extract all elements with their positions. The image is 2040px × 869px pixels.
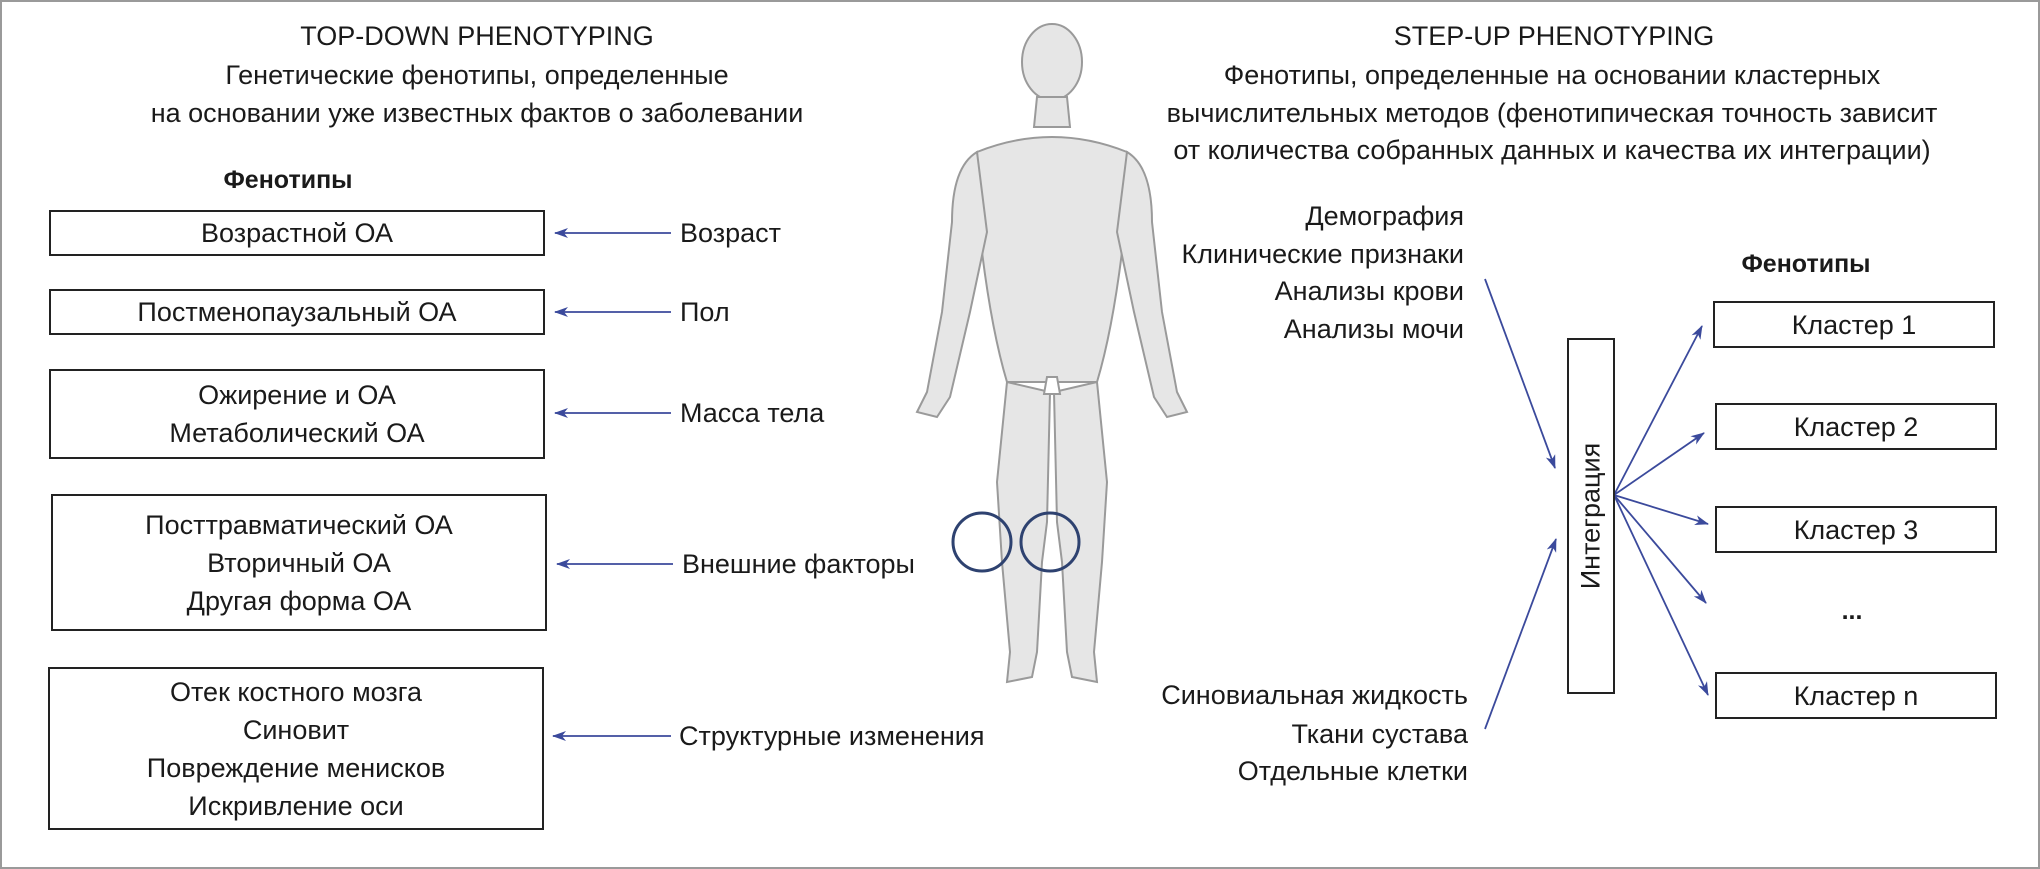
- phenotype-box-sex: Постменопаузальный ОА: [49, 289, 545, 335]
- phenotype-label: Синовит: [242, 714, 350, 745]
- top-down-title: TOP-DOWN PHENOTYPING: [300, 21, 654, 51]
- arrow-cluster-2: [1613, 432, 1705, 496]
- phenotype-box-structural: Отек костного мозга Синовит Повреждение …: [48, 667, 544, 830]
- knee-circle-left: [951, 511, 1013, 573]
- input-single-cells: Отдельные клетки: [1237, 756, 1468, 786]
- phenotype-label: Повреждение менисков: [146, 752, 446, 783]
- cluster-label: Кластер 2: [1793, 411, 1919, 442]
- cluster-label: Кластер n: [1793, 680, 1919, 711]
- factor-structural: Структурные изменения: [679, 721, 985, 751]
- step-up-title: STEP-UP PHENOTYPING: [1393, 21, 1715, 51]
- integration-label: Интеграция: [1575, 442, 1606, 590]
- phenotype-label: Возрастной ОА: [201, 218, 393, 248]
- cluster-ellipsis: ...: [1841, 597, 1863, 625]
- arrow-input-top: [1484, 278, 1556, 469]
- cluster-box-1: Кластер 1: [1713, 301, 1995, 348]
- phenotype-box-external: Посттравматический ОА Вторичный ОА Друга…: [51, 494, 547, 631]
- phenotype-label: Вторичный ОА: [207, 547, 391, 578]
- cluster-box-2: Кластер 2: [1715, 403, 1997, 450]
- phenotype-box-body-mass: Ожирение и ОА Метаболический ОА: [49, 369, 545, 459]
- cluster-box-3: Кластер 3: [1715, 506, 1997, 553]
- top-down-subtitle-line-1: Генетические фенотипы, определенные: [225, 60, 729, 90]
- arrow-cluster-3: [1613, 494, 1709, 525]
- factor-sex: Пол: [680, 297, 730, 327]
- phenotype-label: Метаболический ОА: [169, 418, 425, 448]
- step-up-subtitle-line-1: Фенотипы, определенные на основании клас…: [1223, 60, 1881, 90]
- arrow-cluster-n: [1613, 494, 1709, 696]
- phenotype-label: Искривление оси: [188, 790, 404, 821]
- arrow-input-bottom: [1484, 538, 1557, 730]
- factor-body-mass: Масса тела: [680, 398, 825, 428]
- phenotype-label: Отек костного мозга: [169, 676, 423, 707]
- arrow-cluster-etc: [1613, 494, 1707, 604]
- human-anatomy-figure: [915, 23, 1189, 684]
- input-clinical: Клинические признаки: [1181, 239, 1464, 269]
- input-synovial-fluid: Синовиальная жидкость: [1161, 680, 1468, 710]
- top-down-subtitle-line-2: на основании уже известных фактов о забо…: [150, 98, 804, 128]
- phenotype-label: Посттравматический ОА: [145, 509, 453, 540]
- phenotype-label: Ожирение и ОА: [198, 380, 396, 410]
- step-up-subtitle-line-2: вычислительных методов (фенотипическая т…: [1166, 98, 1938, 128]
- factor-external: Внешние факторы: [682, 549, 915, 579]
- knee-circle-right: [1019, 511, 1081, 573]
- phenotype-label: Другая форма ОА: [186, 585, 412, 616]
- input-demography: Демография: [1305, 201, 1464, 231]
- right-phenotypes-heading: Фенотипы: [1741, 250, 1871, 278]
- factor-age: Возраст: [680, 218, 781, 248]
- cluster-label: Кластер 3: [1793, 514, 1919, 545]
- integration-box: Интеграция: [1567, 338, 1615, 694]
- cluster-box-n: Кластер n: [1715, 672, 1997, 719]
- input-urine-tests: Анализы мочи: [1283, 314, 1464, 344]
- cluster-label: Кластер 1: [1791, 309, 1917, 340]
- input-blood-tests: Анализы крови: [1274, 276, 1464, 306]
- step-up-subtitle-line-3: от количества собранных данных и качеств…: [1173, 135, 1931, 165]
- arrow-cluster-1: [1613, 325, 1703, 496]
- phenotype-box-age: Возрастной ОА: [49, 210, 545, 256]
- left-phenotypes-heading: Фенотипы: [223, 166, 353, 194]
- phenotype-label: Постменопаузальный ОА: [137, 297, 457, 327]
- input-joint-tissue: Ткани сустава: [1291, 719, 1468, 749]
